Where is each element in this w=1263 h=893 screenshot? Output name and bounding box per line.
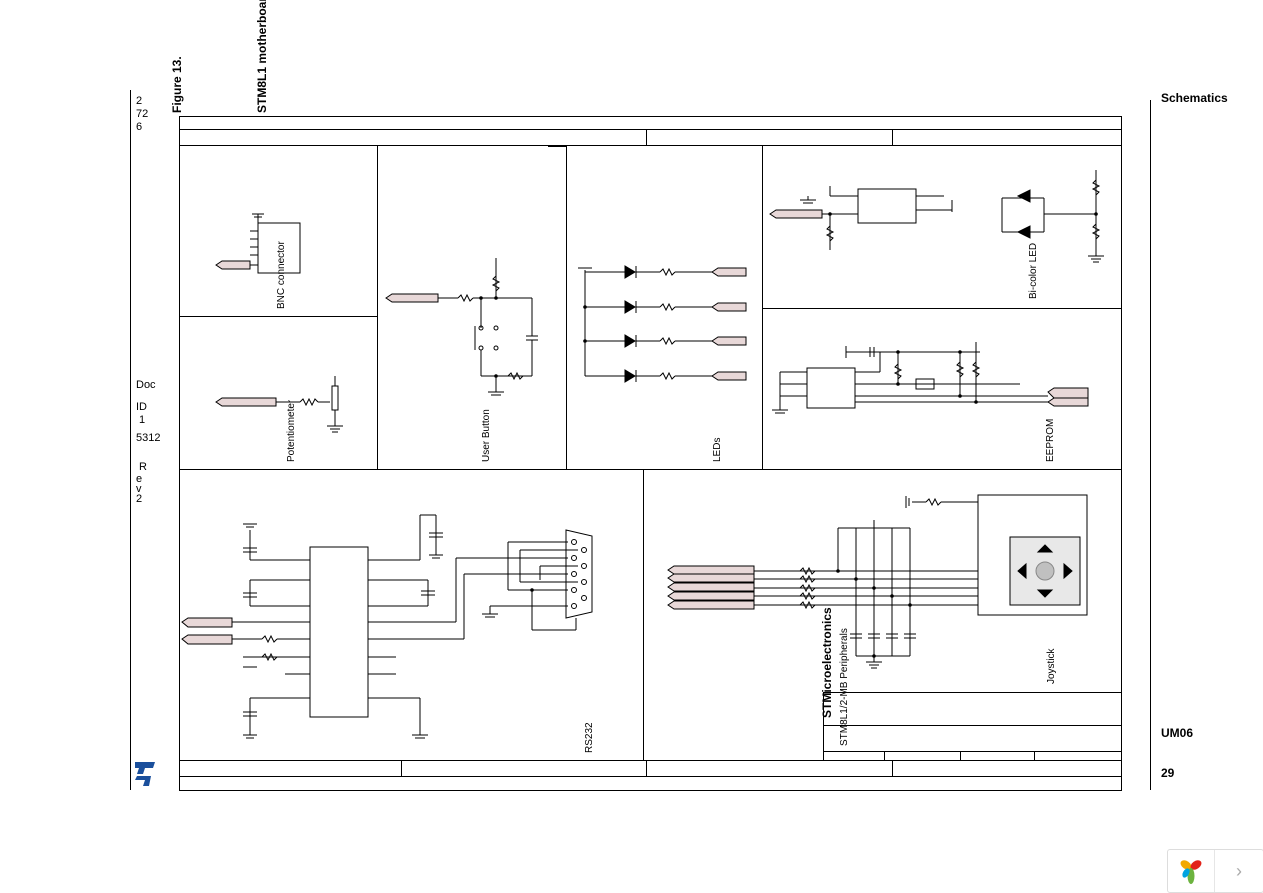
left-margin-rule bbox=[130, 90, 131, 790]
leds-label: LEDs bbox=[712, 437, 723, 462]
rev-b: e bbox=[136, 473, 143, 485]
next-page-button[interactable]: › bbox=[1215, 850, 1263, 892]
rs232-label: RS232 bbox=[584, 722, 595, 753]
rev-a: R bbox=[139, 461, 147, 473]
chevron-right-icon: › bbox=[1236, 860, 1242, 881]
page-ref-a: 2 bbox=[136, 95, 143, 107]
doc-id-a: Doc bbox=[136, 379, 156, 391]
rev-d: 2 bbox=[136, 493, 143, 505]
doc-id-c: 1 bbox=[139, 414, 146, 426]
company-label: STMicroelectronics bbox=[820, 607, 834, 718]
viewer-nav-widget: › bbox=[1167, 849, 1263, 893]
user-button-label: User Button bbox=[481, 409, 492, 462]
eeprom-label: EEPROM bbox=[1045, 418, 1056, 462]
page-number: 29 bbox=[1161, 766, 1175, 780]
page-ref-b: 72 bbox=[136, 108, 149, 120]
schematic-title-label: STM8L1/2-MB Peripherals bbox=[839, 628, 850, 746]
section-title: Schematics bbox=[1161, 91, 1228, 105]
right-margin-rule bbox=[1150, 100, 1151, 790]
doc-id-d: 5312 bbox=[136, 432, 161, 444]
bicolor-led-label: Bi-color LED bbox=[1028, 242, 1039, 299]
doc-code: UM06 bbox=[1161, 726, 1194, 740]
viewer-logo-icon bbox=[1180, 860, 1202, 884]
page-ref-c: 6 bbox=[136, 121, 143, 133]
st-logo-icon bbox=[135, 762, 155, 786]
potentiometer-label: Potentiometer bbox=[286, 399, 297, 462]
viewer-logo bbox=[1168, 850, 1215, 892]
joystick-label: Joystick bbox=[1046, 648, 1057, 684]
rev-c: v bbox=[136, 483, 142, 495]
bnc-label: BNC connector bbox=[276, 241, 287, 309]
doc-id-b: ID bbox=[136, 401, 147, 413]
